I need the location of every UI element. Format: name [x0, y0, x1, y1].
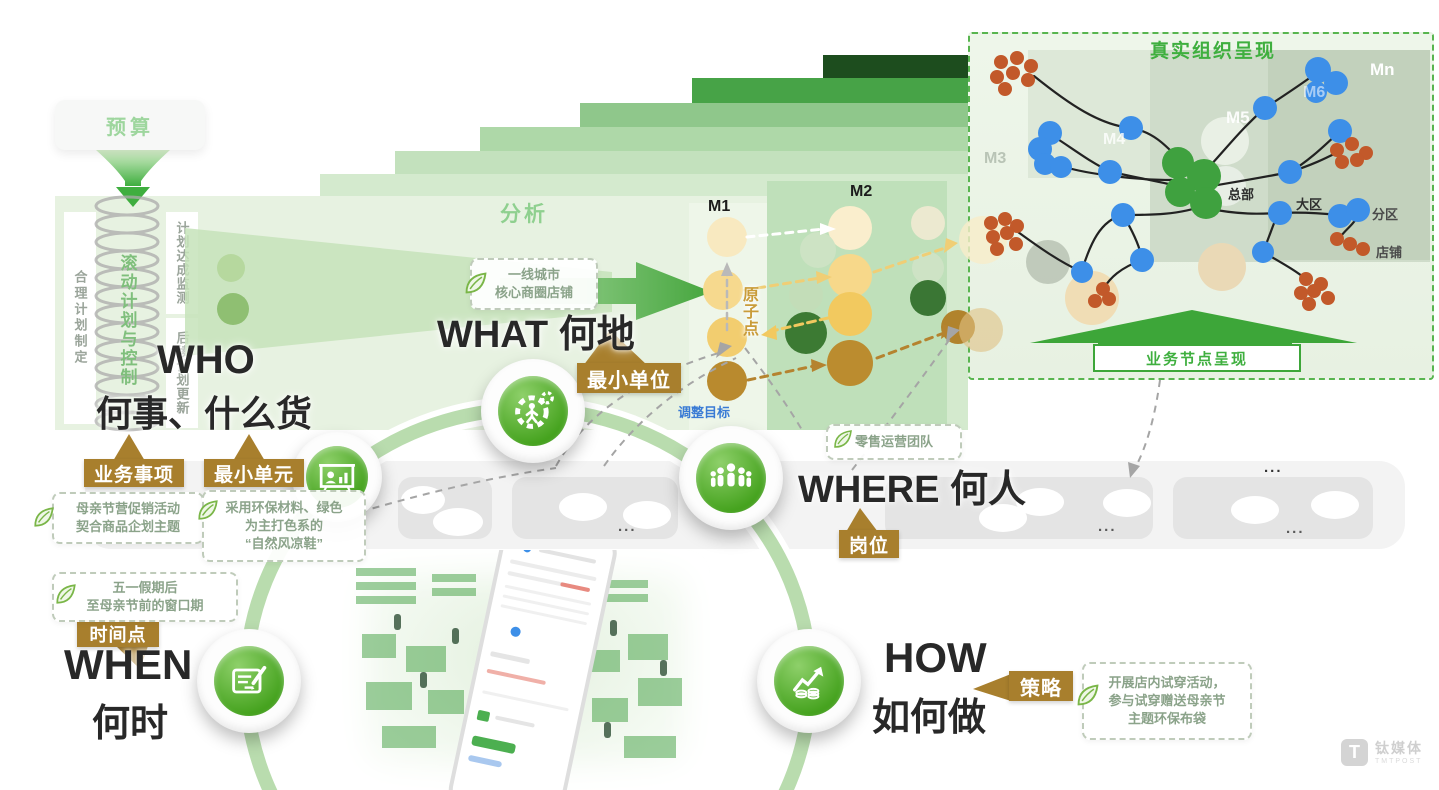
tag-notches	[113, 330, 1011, 701]
when-note-window: 五一假期后 至母亲节前的窗口期	[52, 572, 238, 622]
leaf-icon	[56, 584, 76, 604]
when-tag-time-point: 时间点	[77, 620, 159, 647]
band-oval	[1016, 488, 1064, 516]
leaf-icon	[1077, 684, 1099, 706]
org-green-nodes	[1162, 147, 1222, 219]
adjust-target-label: 调整目标	[678, 405, 731, 420]
band-oval	[623, 501, 671, 529]
people-group-icon	[710, 463, 752, 487]
when-title-zh: 何时	[92, 703, 169, 745]
org-region-label: 大区	[1296, 197, 1323, 212]
phone	[448, 550, 617, 790]
leaf-icon	[198, 500, 218, 520]
leaf-icon	[34, 507, 54, 527]
what-note-stores: 一线城市 核心商圈店铺	[470, 258, 598, 310]
planning-spring-text: 滚动计划与控制	[117, 253, 137, 387]
org-panel-step-3	[1268, 50, 1430, 260]
who-title-zh: 何事、什么货	[96, 393, 313, 434]
tmtpost-logo-zh: 钛媒体	[1375, 739, 1423, 756]
org-store-label: 店铺	[1376, 245, 1403, 260]
org-banner-box: 业务节点呈现	[1093, 344, 1301, 372]
m3-label: M3	[984, 150, 1007, 167]
where-tag-position: 岗位	[839, 530, 899, 558]
who-note-material: 采用环保材料、绿色 为主打色系的 “自然风凉鞋”	[202, 490, 366, 562]
budget-box: 预算	[55, 100, 205, 150]
relation-arrowheads	[716, 326, 1140, 478]
org-orange-nodes	[984, 51, 1373, 311]
spring-coil	[94, 195, 160, 432]
how-node	[757, 629, 861, 733]
what-title: WHAT 何地	[437, 314, 635, 356]
analysis-label: 分析	[500, 203, 548, 226]
who-tag-min-unit: 最小单元	[204, 459, 304, 487]
band-oval	[1103, 489, 1151, 517]
band-ellipsis: ...	[1098, 518, 1117, 535]
leaf-icon	[834, 430, 852, 448]
m5-label: M5	[1226, 108, 1250, 127]
store-phone-illustration	[342, 550, 710, 790]
gear-person-icon	[515, 391, 554, 429]
band-oval	[1311, 491, 1359, 519]
tmtpost-logo: T 钛媒体 TMTPOST	[1341, 739, 1423, 766]
leaf-icon	[465, 272, 487, 294]
m6-label: M6	[1303, 84, 1326, 101]
band-oval	[433, 508, 483, 536]
who-note-activity: 母亲节营促销活动 契合商品企划主题	[52, 492, 204, 544]
org-hq-label: 总部	[1228, 187, 1255, 202]
band-ellipsis: ...	[618, 518, 637, 535]
planning-left-box: 合理计划制定	[64, 212, 96, 424]
how-title-zh: 如何做	[872, 697, 987, 739]
what-node	[481, 359, 585, 463]
presentation-chart-icon	[319, 464, 355, 494]
band-ellipsis: ...	[1264, 459, 1283, 476]
where-node	[679, 426, 783, 530]
relation-curves	[359, 335, 1161, 513]
org-district-label: 分区	[1372, 207, 1399, 222]
analysis-arrow	[185, 228, 712, 356]
when-title-en: WHEN	[64, 641, 193, 688]
growth-chart-coins-icon	[793, 666, 824, 700]
what-tag-min-unit: 最小单位	[577, 363, 681, 393]
how-tag-strategy: 策略	[1009, 671, 1073, 701]
m2-label: M2	[850, 183, 873, 200]
who-title-en: WHO	[157, 338, 255, 382]
mn-label: Mn	[1370, 60, 1395, 79]
panel-dots	[217, 206, 1007, 401]
tmtpost-logo-en: TMTPOST	[1375, 757, 1423, 765]
org-faded-circles	[1026, 117, 1249, 325]
tmtpost-logo-mark: T	[1341, 739, 1368, 766]
how-title-en: HOW	[884, 634, 987, 681]
note-pen-icon	[232, 665, 267, 694]
m1-label: M1	[708, 198, 731, 215]
org-title: 真实组织呈现	[1150, 41, 1277, 62]
when-node	[197, 629, 301, 733]
how-note-strategy: 开展店内试穿活动， 参与试穿赠送母亲节 主题环保布袋	[1082, 662, 1252, 740]
band-oval	[1231, 496, 1279, 524]
where-title: WHERE 何人	[798, 469, 1027, 511]
m4-label: M4	[1103, 131, 1126, 148]
band-oval	[559, 493, 607, 521]
who-tag-business-item: 业务事项	[84, 459, 184, 487]
org-blue-nodes	[1028, 57, 1370, 283]
where-note-team: 零售运营团队	[826, 424, 962, 460]
atom-point-label: 原子点	[740, 286, 757, 337]
band-ellipsis: ...	[1286, 520, 1305, 537]
